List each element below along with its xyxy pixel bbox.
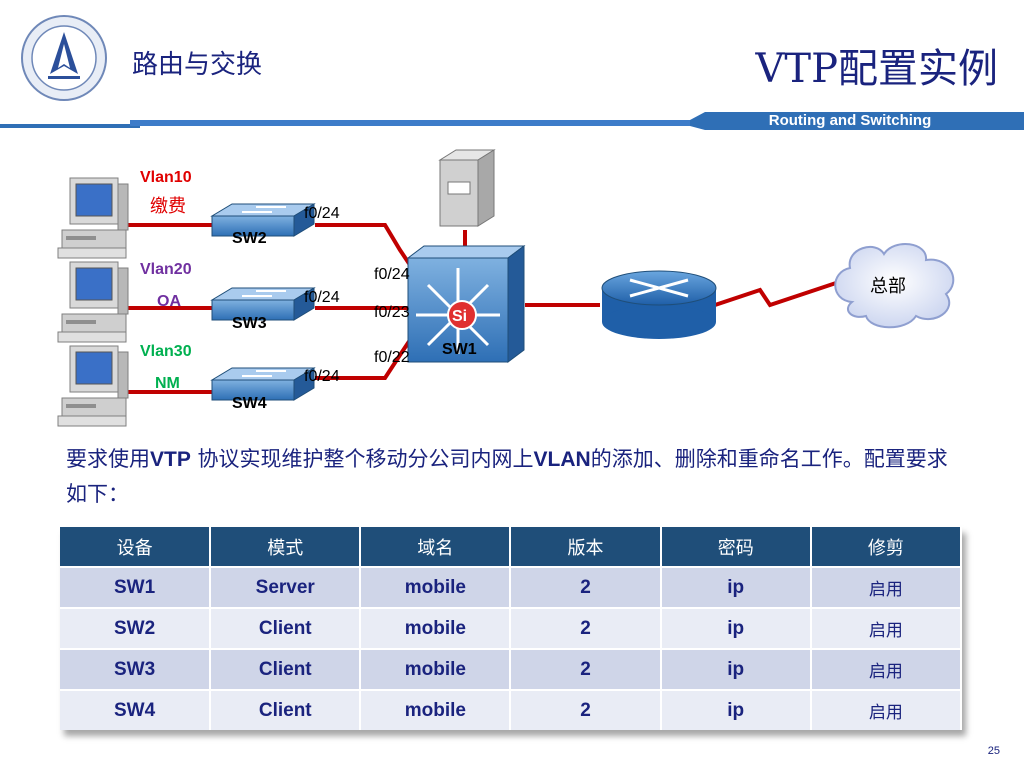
- switch-name-label: SW2: [232, 230, 267, 247]
- vlan-label: Vlan30: [140, 343, 192, 360]
- column-header: 修剪: [810, 527, 963, 567]
- table-row: SW1 Server mobile 2 ip 启用: [60, 566, 963, 608]
- table-header-row: 设备 模式 域名 版本 密码 修剪: [60, 527, 963, 567]
- table-cell: SW2: [60, 607, 212, 649]
- table-cell: mobile: [360, 566, 512, 608]
- pc-icon: [57, 177, 129, 259]
- table-cell: Client: [210, 648, 362, 690]
- table-cell: mobile: [360, 689, 512, 730]
- table-cell: Client: [210, 607, 362, 649]
- column-header: 域名: [360, 527, 512, 567]
- vlan-label: Vlan10: [140, 169, 192, 186]
- column-header: 模式: [210, 527, 362, 567]
- port-label: f0/22: [374, 349, 410, 366]
- course-title: 路由与交换: [132, 50, 263, 80]
- description-part: 协议实现维护整个移动分公司内网上: [190, 447, 534, 471]
- pc-icon: [57, 261, 129, 343]
- core-switch-icon: [406, 245, 526, 363]
- description-text: 要求使用VTP 协议实现维护整个移动分公司内网上VLAN的添加、删除和重命名工作…: [66, 442, 966, 512]
- university-logo: [21, 15, 107, 101]
- network-links: [118, 223, 846, 394]
- table-cell: ip: [660, 648, 812, 690]
- table-row: SW3 Client mobile 2 ip 启用: [60, 648, 963, 690]
- cloud-label: 总部: [870, 276, 906, 297]
- description-keyword: VTP: [150, 448, 191, 471]
- table-cell: SW4: [60, 689, 212, 730]
- subtitle: Routing and Switching: [768, 112, 932, 129]
- network-diagram: Vlan10 缴费 Vlan20 OA Vlan30 NM SW2 SW3 SW…: [57, 149, 955, 427]
- table-cell: 2: [510, 607, 662, 649]
- table-cell: 2: [510, 648, 662, 690]
- pc-icon: [57, 345, 129, 427]
- cloud-icon: [834, 242, 955, 329]
- table-cell: mobile: [360, 648, 512, 690]
- server-icon: [438, 149, 496, 227]
- description-part: 要求使用: [66, 447, 150, 471]
- table-cell: 启用: [810, 689, 963, 730]
- table-cell: 启用: [810, 566, 963, 608]
- table-cell: SW1: [60, 566, 212, 608]
- description-keyword: VLAN: [533, 448, 591, 471]
- table-cell: mobile: [360, 607, 512, 649]
- pc-name-label: OA: [157, 293, 181, 310]
- port-label: f0/23: [374, 304, 410, 321]
- switch-name-label: SW4: [232, 395, 267, 412]
- port-label: f0/24: [374, 266, 410, 283]
- table-cell: 启用: [810, 648, 963, 690]
- header-bar: [0, 112, 1024, 130]
- core-switch-name-label: SW1: [442, 341, 477, 358]
- table-cell: ip: [660, 566, 812, 608]
- pc-name-label: NM: [155, 375, 180, 392]
- table-cell: 2: [510, 689, 662, 730]
- pc-name-label: 缴费: [150, 196, 186, 217]
- column-header: 设备: [60, 527, 212, 567]
- table-cell: ip: [660, 607, 812, 649]
- port-label: f0/24: [304, 368, 340, 385]
- table-row: SW2 Client mobile 2 ip 启用: [60, 607, 963, 649]
- page-number: 25: [987, 745, 1000, 757]
- column-header: 版本: [510, 527, 662, 567]
- table-cell: ip: [660, 689, 812, 730]
- table-cell: 2: [510, 566, 662, 608]
- table-cell: SW3: [60, 648, 212, 690]
- switch-name-label: SW3: [232, 315, 267, 332]
- table-cell: Server: [210, 566, 362, 608]
- router-icon: [601, 270, 717, 339]
- slide-title: VTP配置实例: [755, 46, 998, 92]
- si-badge: Si: [452, 308, 467, 325]
- port-label: f0/24: [304, 289, 340, 306]
- table-cell: Client: [210, 689, 362, 730]
- table-row: SW4 Client mobile 2 ip 启用: [60, 689, 963, 730]
- port-label: f0/24: [304, 205, 340, 222]
- description-part: 的添加、删除和重命名工作。配置要求如下：: [66, 447, 948, 506]
- vtp-config-table: 设备 模式 域名 版本 密码 修剪 SW1 Server mobile 2 ip…: [60, 527, 963, 730]
- column-header: 密码: [660, 527, 812, 567]
- table-cell: 启用: [810, 607, 963, 649]
- vlan-label: Vlan20: [140, 261, 192, 278]
